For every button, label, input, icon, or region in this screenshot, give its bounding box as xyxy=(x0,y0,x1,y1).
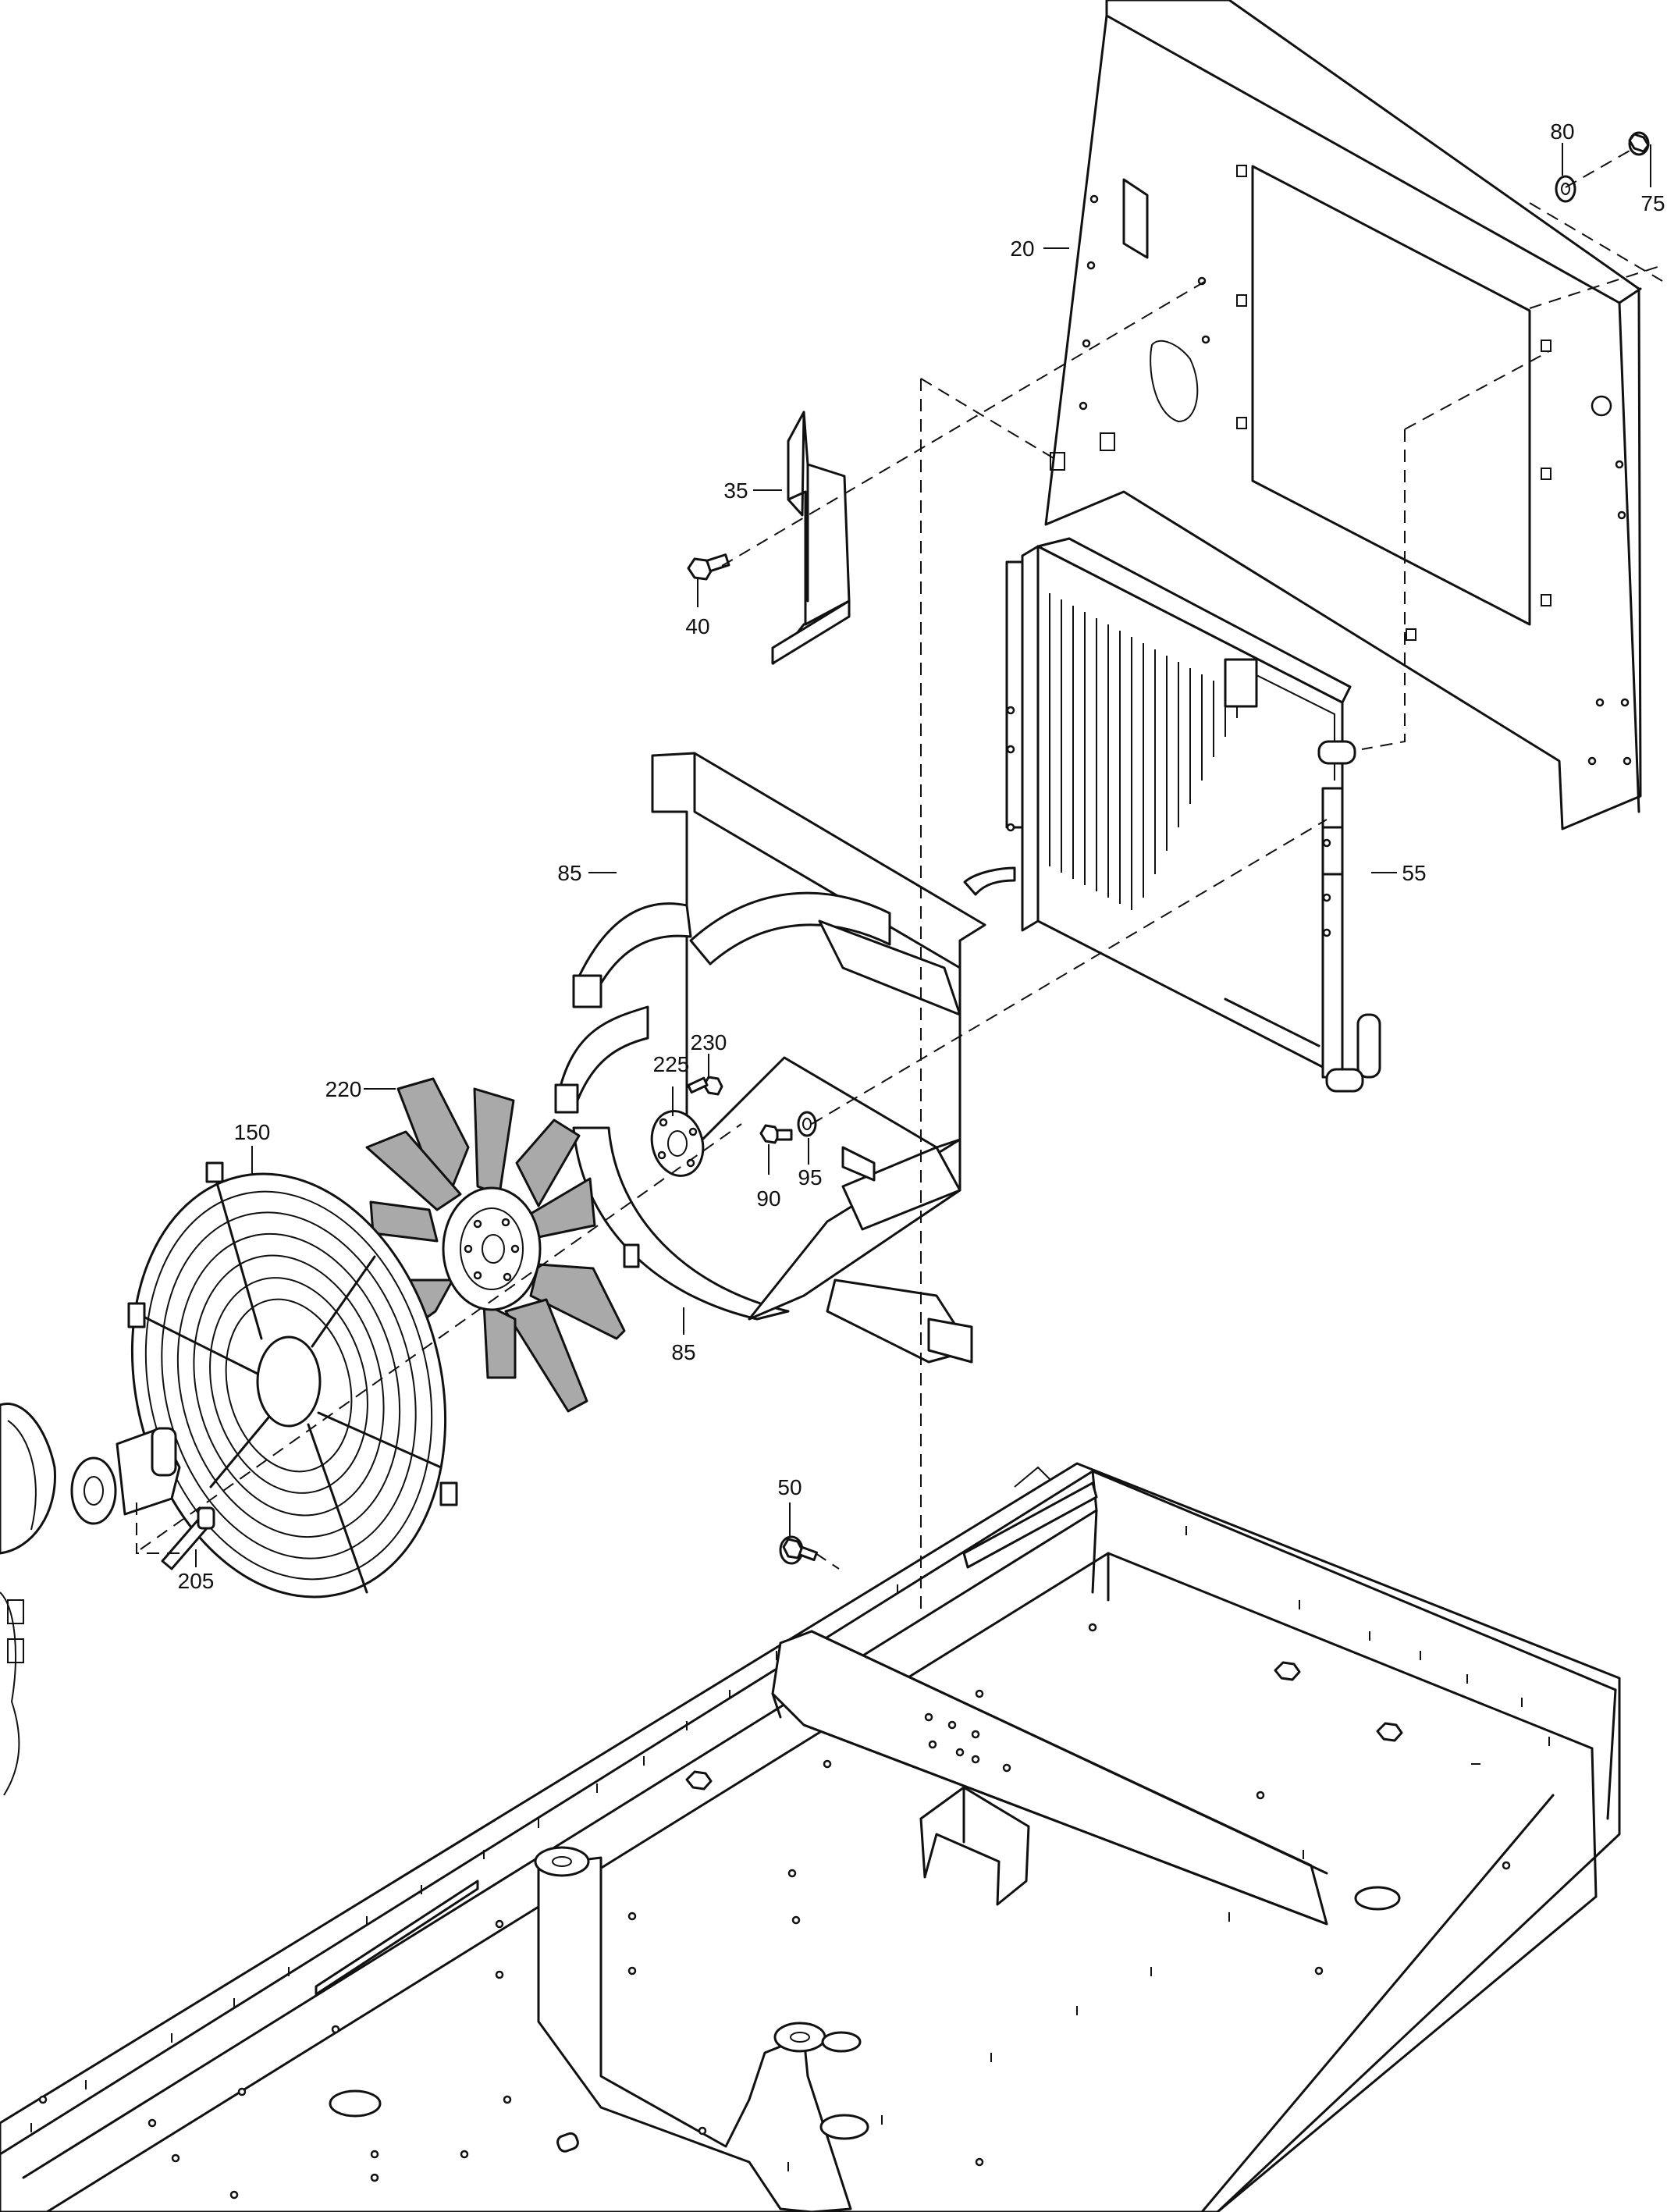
rear-panel xyxy=(1044,0,1642,830)
callout-85-upper: 85 xyxy=(557,861,581,885)
screw-40 xyxy=(687,553,730,581)
washer-80 xyxy=(1555,175,1576,203)
base-frame xyxy=(0,1462,1621,2212)
callout-55: 55 xyxy=(1402,861,1426,885)
callout-80: 80 xyxy=(1550,119,1574,144)
callout-leaders xyxy=(195,143,1651,1567)
callout-205: 205 xyxy=(178,1569,215,1593)
fan-shroud-85 xyxy=(554,752,986,1364)
callout-40: 40 xyxy=(685,614,709,638)
callout-90: 90 xyxy=(756,1186,780,1211)
callout-225: 225 xyxy=(653,1052,690,1076)
callout-50: 50 xyxy=(777,1475,802,1499)
fan-guard-150 xyxy=(127,1161,458,1599)
engine-block-edge xyxy=(0,1591,24,1796)
bolt-90 xyxy=(759,1124,793,1144)
screw-50 xyxy=(779,1535,819,1565)
callout-230: 230 xyxy=(691,1030,727,1054)
radiator-55 xyxy=(963,537,1381,1093)
callout-150: 150 xyxy=(234,1120,271,1144)
callout-85-lower: 85 xyxy=(671,1340,695,1364)
callout-20: 20 xyxy=(1010,236,1034,261)
callout-220: 220 xyxy=(325,1077,362,1101)
callout-95: 95 xyxy=(798,1165,822,1190)
fan-220 xyxy=(365,1077,626,1413)
callout-labels: 80 75 20 35 40 85 55 230 225 220 150 90 … xyxy=(178,119,1665,1593)
deflector-35 xyxy=(771,411,851,665)
washer-95 xyxy=(797,1111,817,1137)
assembly-dash-lines xyxy=(136,149,1663,1616)
callout-75: 75 xyxy=(1640,191,1665,215)
screw-75 xyxy=(1628,131,1650,156)
fan-hub-205 xyxy=(0,1403,215,1570)
callout-35: 35 xyxy=(723,478,748,503)
